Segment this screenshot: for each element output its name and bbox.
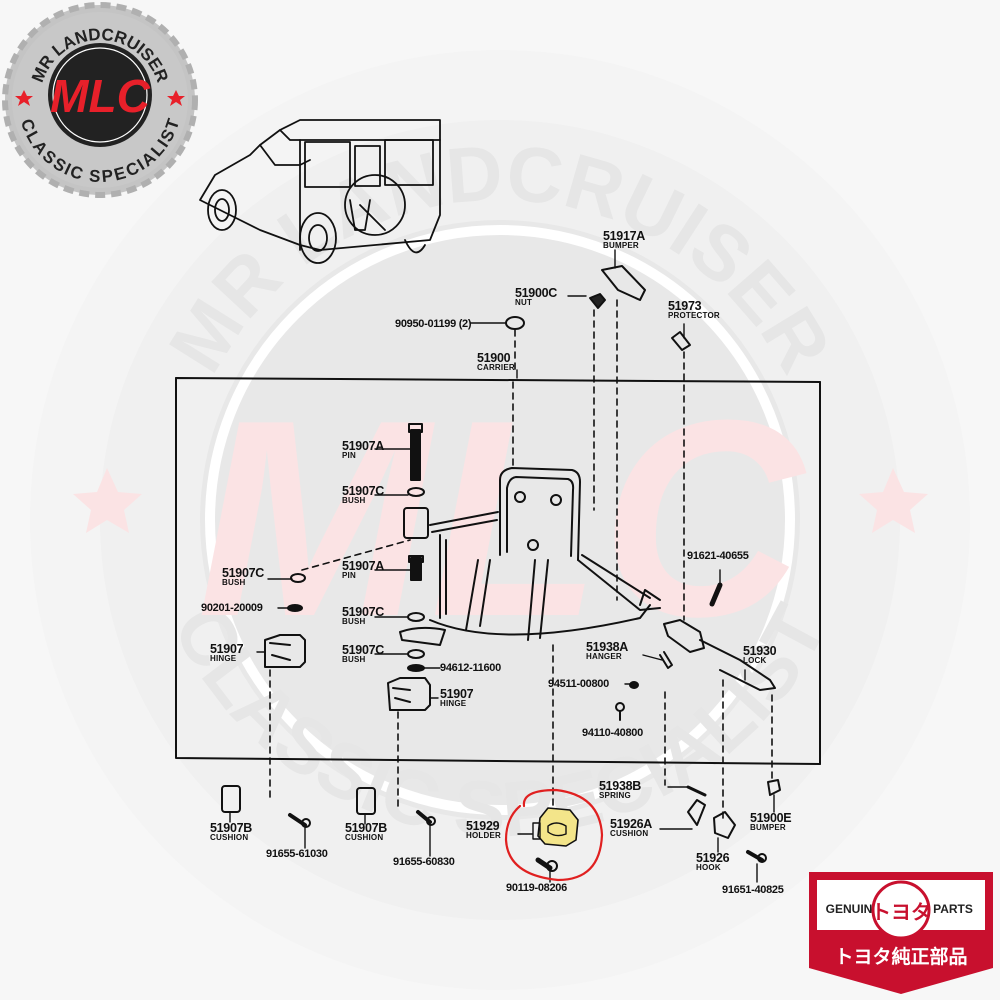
part-label[interactable]: 94110-40800 (582, 727, 643, 739)
badge-japanese-text: トヨタ純正部品 (834, 945, 967, 968)
watermark-star-right-icon (859, 468, 928, 533)
carrier-frame (399, 467, 661, 646)
watermark-monogram: MLC (197, 363, 807, 675)
logo-monogram: MLC (50, 70, 150, 122)
hook-icon (713, 811, 736, 839)
cushion-left-icon (221, 785, 241, 813)
watermark-star-left-icon (73, 468, 142, 533)
part-label[interactable]: 91621-40655 (687, 550, 749, 562)
logo-star-left-icon (15, 90, 33, 106)
part-label[interactable]: 91651-40825 (722, 884, 784, 896)
badge-genuine-text: GENUINE (826, 902, 881, 916)
toyota-emblem-icon: トヨタ (871, 900, 931, 924)
part-label[interactable]: 91655-61030 (266, 848, 328, 860)
genuine-parts-badge: GENUINE PARTS トヨタ トヨタ純正部品 (809, 872, 993, 994)
part-label[interactable]: 90119-08206 (506, 882, 567, 894)
hinge-left-icon (264, 634, 306, 668)
vehicle-icon (199, 119, 441, 264)
part-label[interactable]: 94511-00800 (548, 678, 609, 690)
logo-star-right-icon (167, 90, 185, 106)
part-label[interactable]: 90950-01199 (2) (395, 318, 472, 330)
part-label[interactable]: 94612-11600 (440, 662, 501, 674)
cushion-center-icon (356, 787, 376, 815)
part-label[interactable]: 91655-60830 (393, 856, 455, 868)
badge-parts-text: PARTS (933, 902, 973, 916)
brand-logo: MR LANDCRUISER CLASSIC SPECIALIST MLC (2, 2, 198, 198)
part-label[interactable]: 90201-20009 (201, 602, 263, 614)
holder-highlight (504, 788, 604, 882)
hinge-center-icon (387, 677, 431, 711)
